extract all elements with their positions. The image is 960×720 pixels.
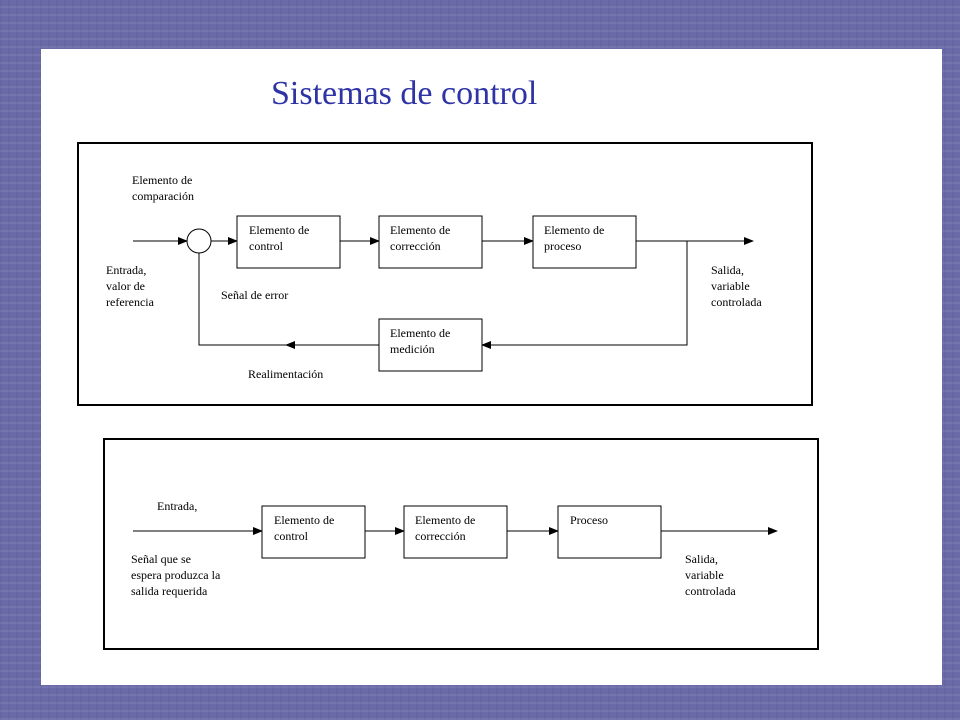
input-reference-label: Entrada, valor de referencia: [106, 263, 154, 309]
comparison-junction: [186, 228, 212, 254]
closed-loop-diagram: [77, 142, 819, 650]
open-signal-label: Señal que se espera produzca la salida r…: [131, 552, 221, 598]
output-label: Salida, variable controlada: [711, 263, 762, 309]
closed-loop-frame: [77, 142, 813, 406]
page-title: Sistemas de control: [271, 75, 538, 112]
open-process-box: [557, 505, 662, 559]
open-loop-frame: [103, 438, 819, 650]
error-signal-label: Señal de error: [221, 288, 289, 302]
open-correction-box: [403, 505, 508, 559]
correction-box: [378, 215, 483, 269]
open-correction-box-label: Elemento de corrección: [415, 513, 476, 543]
open-output-label: Salida, variable controlada: [685, 552, 736, 598]
control-box: [236, 215, 341, 269]
measurement-box-label: Elemento de medición: [390, 326, 451, 356]
open-input-label: Entrada,: [157, 499, 198, 513]
comparison-element-label: Elemento de comparación: [132, 173, 194, 203]
feedback-label: Realimentación: [248, 367, 324, 381]
slide: Sistemas de control Elemento d: [41, 49, 942, 685]
open-process-box-label: Proceso: [570, 513, 608, 527]
open-control-box: [261, 505, 366, 559]
process-box: [532, 215, 637, 269]
open-control-box-label: Elemento de control: [274, 513, 335, 543]
correction-box-label: Elemento de corrección: [390, 223, 451, 253]
process-box-label: Elemento de proceso: [544, 223, 605, 253]
measurement-box: [378, 318, 483, 372]
feedback-path-down: [481, 241, 688, 349]
control-box-label: Elemento de control: [249, 223, 310, 253]
feedback-to-junction: [198, 253, 286, 346]
